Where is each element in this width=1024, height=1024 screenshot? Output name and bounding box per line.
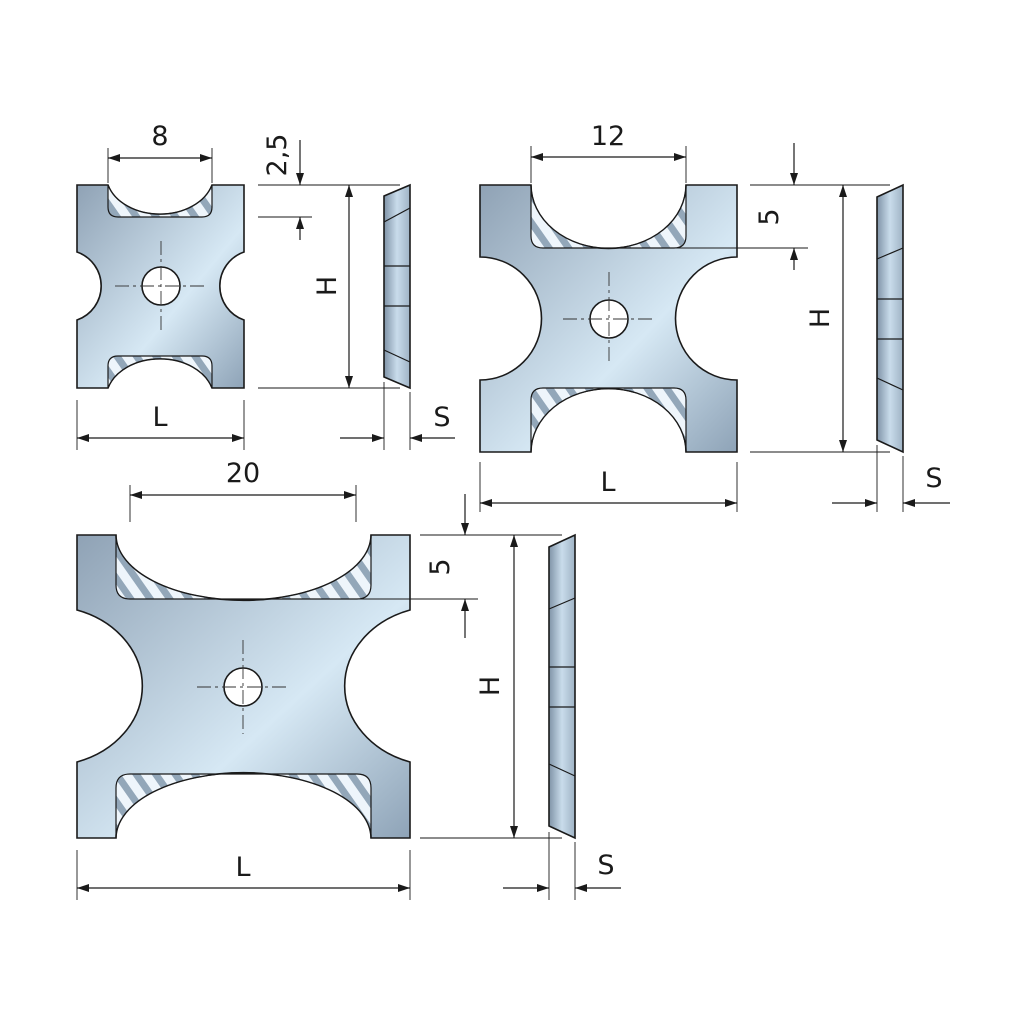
insert-12-top-edge [530, 184, 687, 250]
insert-8-top-edge [107, 184, 213, 218]
insert-12-height-label: H [805, 308, 836, 328]
insert-20-side-profile [548, 533, 576, 840]
insert-8-height-label: H [312, 276, 343, 296]
insert-8-bottom-edge [107, 355, 213, 389]
insert-8-length-label: L [152, 402, 167, 433]
insert-20-height-label: H [475, 676, 506, 696]
insert-12-thickness-label: S [925, 463, 942, 494]
insert-12-length-label: L [600, 467, 615, 498]
insert-20-bottom-edge [115, 772, 372, 839]
insert-20-top-edge [115, 534, 372, 601]
insert-8-drawing: 8 L 2,5 H S [76, 121, 455, 450]
insert-12-drawing: 12 L 5 H S [479, 121, 950, 512]
insert-12-bottom-edge [530, 387, 687, 453]
insert-12-width-label: 12 [591, 121, 625, 152]
insert-8-side-profile [383, 183, 411, 390]
insert-20-thickness-label: S [597, 850, 614, 881]
insert-12-depth-label: 5 [754, 208, 785, 225]
insert-8-depth-label: 2,5 [262, 134, 293, 177]
insert-12-side-profile [876, 183, 904, 454]
insert-8-thickness-label: S [433, 402, 450, 433]
insert-20-depth-label: 5 [425, 558, 456, 575]
insert-8-width-label: 8 [151, 121, 168, 152]
insert-20-drawing: 20 L 5 H S [76, 458, 621, 900]
insert-20-width-label: 20 [226, 458, 260, 489]
insert-20-length-label: L [235, 852, 250, 883]
